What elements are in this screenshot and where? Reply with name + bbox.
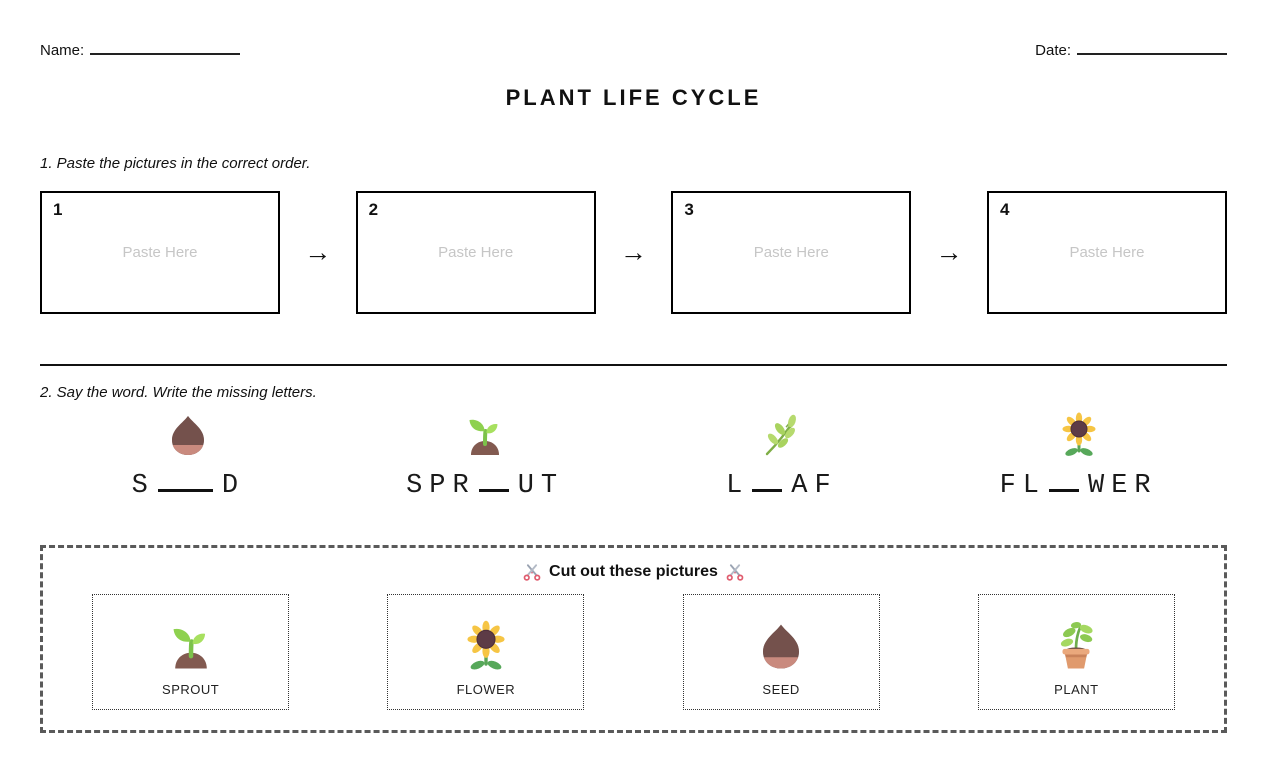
word-letters: AF xyxy=(791,471,838,501)
word-text: SPR UT xyxy=(406,471,564,501)
date-field: Date: xyxy=(1035,40,1227,59)
header-row: Name: Date: xyxy=(40,40,1227,59)
scissors-icon xyxy=(523,563,541,581)
arrow-right-icon: → xyxy=(935,237,963,267)
paste-placeholder: Paste Here xyxy=(438,244,514,261)
section1-instruction: 1. Paste the pictures in the correct ord… xyxy=(40,155,311,172)
paste-box-2: 2 Paste Here xyxy=(355,191,596,314)
leaf-icon xyxy=(758,411,806,459)
card-label: SPROUT xyxy=(162,682,220,697)
card-label: FLOWER xyxy=(456,682,516,697)
card-label: SEED xyxy=(762,682,800,697)
box-number: 3 xyxy=(684,200,694,219)
cutout-card-sprout: SPROUT xyxy=(92,594,290,710)
date-label: Date: xyxy=(1035,42,1071,59)
arrow-right-icon: → xyxy=(304,237,332,267)
word-letters: UT xyxy=(517,471,565,501)
word-letters: S xyxy=(131,471,155,501)
word-text: FL WER xyxy=(1000,471,1158,501)
missing-letters-blank xyxy=(478,485,509,492)
cutout-heading-text: Cut out these pictures xyxy=(549,563,718,580)
section2-instruction: 2. Say the word. Write the missing lette… xyxy=(40,384,317,401)
box-number: 1 xyxy=(53,200,63,219)
cutout-cards-row: SPROUT FLOWER SEED PLANT xyxy=(43,594,1224,710)
arrow-right-icon: → xyxy=(619,237,647,267)
paste-placeholder: Paste Here xyxy=(122,244,198,261)
flower-icon xyxy=(459,619,513,682)
paste-box-1: 1 Paste Here xyxy=(40,191,280,314)
seed-icon xyxy=(164,411,212,459)
name-write-line xyxy=(90,40,241,55)
paste-placeholder: Paste Here xyxy=(753,244,829,261)
flower-icon xyxy=(1055,411,1103,459)
word-letters: SPR xyxy=(406,471,476,501)
word-letters: L xyxy=(726,471,750,501)
sprout-icon xyxy=(461,411,509,459)
word-letters: FL xyxy=(999,471,1047,501)
word-item-flower: FL WER xyxy=(930,411,1227,501)
cutout-card-plant: PLANT xyxy=(977,594,1175,710)
paste-placeholder: Paste Here xyxy=(1069,244,1145,261)
cutout-heading: Cut out these pictures xyxy=(43,563,1224,581)
scissors-icon xyxy=(726,563,744,581)
paste-box-3: 3 Paste Here xyxy=(671,191,912,314)
word-letters: D xyxy=(221,471,246,501)
missing-letters-blank xyxy=(752,485,783,492)
page-title: PLANT LIFE CYCLE xyxy=(505,85,762,110)
paste-sequence: 1 Paste Here → 2 Paste Here → 3 Paste He… xyxy=(40,191,1227,314)
cutout-card-seed: SEED xyxy=(682,594,880,710)
date-write-line xyxy=(1077,40,1227,55)
box-number: 2 xyxy=(368,200,379,219)
card-label: PLANT xyxy=(1054,682,1099,697)
missing-letters-blank xyxy=(1049,485,1080,492)
missing-letters-blank xyxy=(157,485,213,492)
plant-icon xyxy=(1049,619,1103,682)
paste-box-4: 4 Paste Here xyxy=(986,191,1227,314)
word-text: L AF xyxy=(726,471,838,501)
box-number: 4 xyxy=(999,200,1010,219)
word-item-leaf: L AF xyxy=(634,411,931,501)
sprout-icon xyxy=(164,619,218,682)
section-divider xyxy=(40,364,1227,366)
cutout-card-flower: FLOWER xyxy=(387,594,585,710)
name-label: Name: xyxy=(40,42,85,59)
word-letters: WER xyxy=(1088,471,1158,501)
name-field: Name: xyxy=(40,40,241,59)
seed-icon xyxy=(754,619,808,682)
word-item-sprout: SPR UT xyxy=(337,411,634,501)
cutout-section: Cut out these pictures SPROUT FLOWER SEE… xyxy=(40,545,1227,733)
